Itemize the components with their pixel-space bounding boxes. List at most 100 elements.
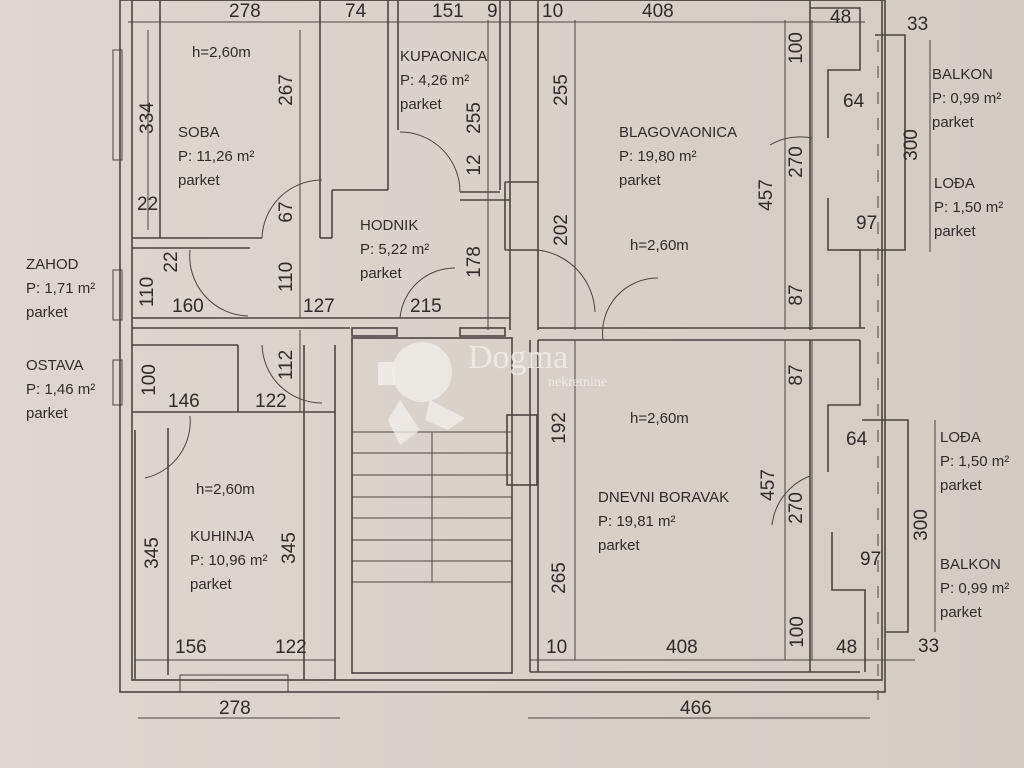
dimension-label: 9 <box>487 1 498 22</box>
dimension-label: 151 <box>432 1 464 22</box>
room-name: HODNIK <box>360 217 418 234</box>
dimension-label: 160 <box>172 296 204 317</box>
dimension-label: 334 <box>137 102 158 134</box>
dimension-label: 110 <box>137 277 158 307</box>
dimension-label: 270 <box>786 146 807 178</box>
room-floor: parket <box>940 477 983 494</box>
room-labels: SOBA P: 11,26 m² parket KUPAONICA P: 4,26 m²… <box>26 44 1009 621</box>
dimension-label: 255 <box>464 102 485 134</box>
dimension-label: 10 <box>542 1 563 22</box>
dimension-label: 300 <box>901 129 922 161</box>
dimension-label: 278 <box>219 698 251 719</box>
dimension-label: 127 <box>303 296 335 317</box>
room-area: P: 1,71 m² <box>26 280 95 297</box>
ceiling-height: h=2,60m <box>192 44 251 61</box>
dimension-lines <box>128 20 936 719</box>
room-name: ZAHOD <box>26 256 79 273</box>
dimension-label: 278 <box>229 1 261 22</box>
dimension-label: 87 <box>786 284 807 305</box>
walls <box>112 0 909 700</box>
room-name: BALKON <box>940 556 1001 573</box>
ceiling-height: h=2,60m <box>196 481 255 498</box>
watermark-brand: Dogma <box>468 339 568 376</box>
room-area: P: 1,46 m² <box>26 381 95 398</box>
room-area: P: 19,80 m² <box>619 148 697 165</box>
room-name: BLAGOVAONICA <box>619 124 737 141</box>
dimension-label: 345 <box>142 537 163 569</box>
dimension-label: 110 <box>276 262 297 292</box>
dimension-label: 457 <box>756 179 777 211</box>
room-area: P: 0,99 m² <box>932 90 1001 107</box>
dimension-label: 100 <box>787 616 808 648</box>
dimension-label: 33 <box>918 636 939 657</box>
dimension-label: 12 <box>464 154 485 175</box>
room-name: KUHINJA <box>190 528 254 545</box>
room-floor: parket <box>932 114 975 131</box>
room-name: DNEVNI BORAVAK <box>598 489 729 506</box>
room-area: P: 1,50 m² <box>940 453 1009 470</box>
dimension-label: 64 <box>846 429 868 450</box>
room-name: KUPAONICA <box>400 48 487 65</box>
room-name: LOĐA <box>940 429 981 446</box>
dimension-label: 122 <box>255 391 287 412</box>
dimension-label: 97 <box>856 213 877 234</box>
dimension-label: 48 <box>836 637 857 658</box>
room-floor: parket <box>598 537 641 554</box>
dimension-label: 97 <box>860 549 881 570</box>
dimension-label: 215 <box>410 296 442 317</box>
dimension-label: 22 <box>161 251 182 272</box>
dimension-label: 457 <box>758 469 779 501</box>
dimension-label: 267 <box>276 74 297 106</box>
room-area: P: 11,26 m² <box>178 148 254 165</box>
dimension-label: 122 <box>275 637 307 658</box>
room-area: P: 4,26 m² <box>400 72 469 89</box>
room-floor: parket <box>940 604 983 621</box>
dimension-label: 48 <box>830 7 851 28</box>
dimension-label: 22 <box>137 194 158 215</box>
room-name: OSTAVA <box>26 357 84 374</box>
room-name: LOĐA <box>934 175 975 192</box>
room-area: P: 1,50 m² <box>934 199 1003 216</box>
watermark: Dogma nekretnine <box>378 339 607 445</box>
dimension-label: 146 <box>168 391 200 412</box>
dimension-label: 270 <box>786 492 807 524</box>
dimension-label: 345 <box>279 532 300 564</box>
dimension-label: 33 <box>907 14 928 35</box>
room-floor: parket <box>360 265 403 282</box>
dimension-label: 64 <box>843 91 865 112</box>
dimension-label: 67 <box>276 201 297 222</box>
dimension-label: 255 <box>551 74 572 106</box>
dimension-label: 100 <box>786 32 807 64</box>
room-floor: parket <box>178 172 221 189</box>
room-floor: parket <box>26 405 69 422</box>
dimension-label: 74 <box>345 1 367 22</box>
room-area: P: 19,81 m² <box>598 513 676 530</box>
dimension-label: 87 <box>786 364 807 385</box>
dimension-label: 466 <box>680 698 712 719</box>
room-area: P: 0,99 m² <box>940 580 1009 597</box>
dimension-label: 112 <box>276 350 297 380</box>
room-floor: parket <box>934 223 977 240</box>
room-area: P: 5,22 m² <box>360 241 429 258</box>
dimension-label: 156 <box>175 637 207 658</box>
room-name: SOBA <box>178 124 220 141</box>
dimension-label: 192 <box>549 412 570 444</box>
dimension-label: 265 <box>549 562 570 594</box>
dimension-label: 202 <box>551 214 572 246</box>
ceiling-height: h=2,60m <box>630 410 689 427</box>
room-floor: parket <box>190 576 233 593</box>
room-name: BALKON <box>932 66 993 83</box>
room-area: P: 10,96 m² <box>190 552 268 569</box>
dimension-label: 178 <box>464 246 485 278</box>
room-floor: parket <box>400 96 443 113</box>
watermark-subtitle: nekretnine <box>548 375 607 390</box>
ceiling-height: h=2,60m <box>630 237 689 254</box>
dimension-label: 300 <box>911 509 932 541</box>
dimension-label: 100 <box>139 364 160 396</box>
dimension-label: 408 <box>642 1 674 22</box>
room-floor: parket <box>619 172 662 189</box>
room-floor: parket <box>26 304 69 321</box>
dimension-label: 10 <box>546 637 567 658</box>
